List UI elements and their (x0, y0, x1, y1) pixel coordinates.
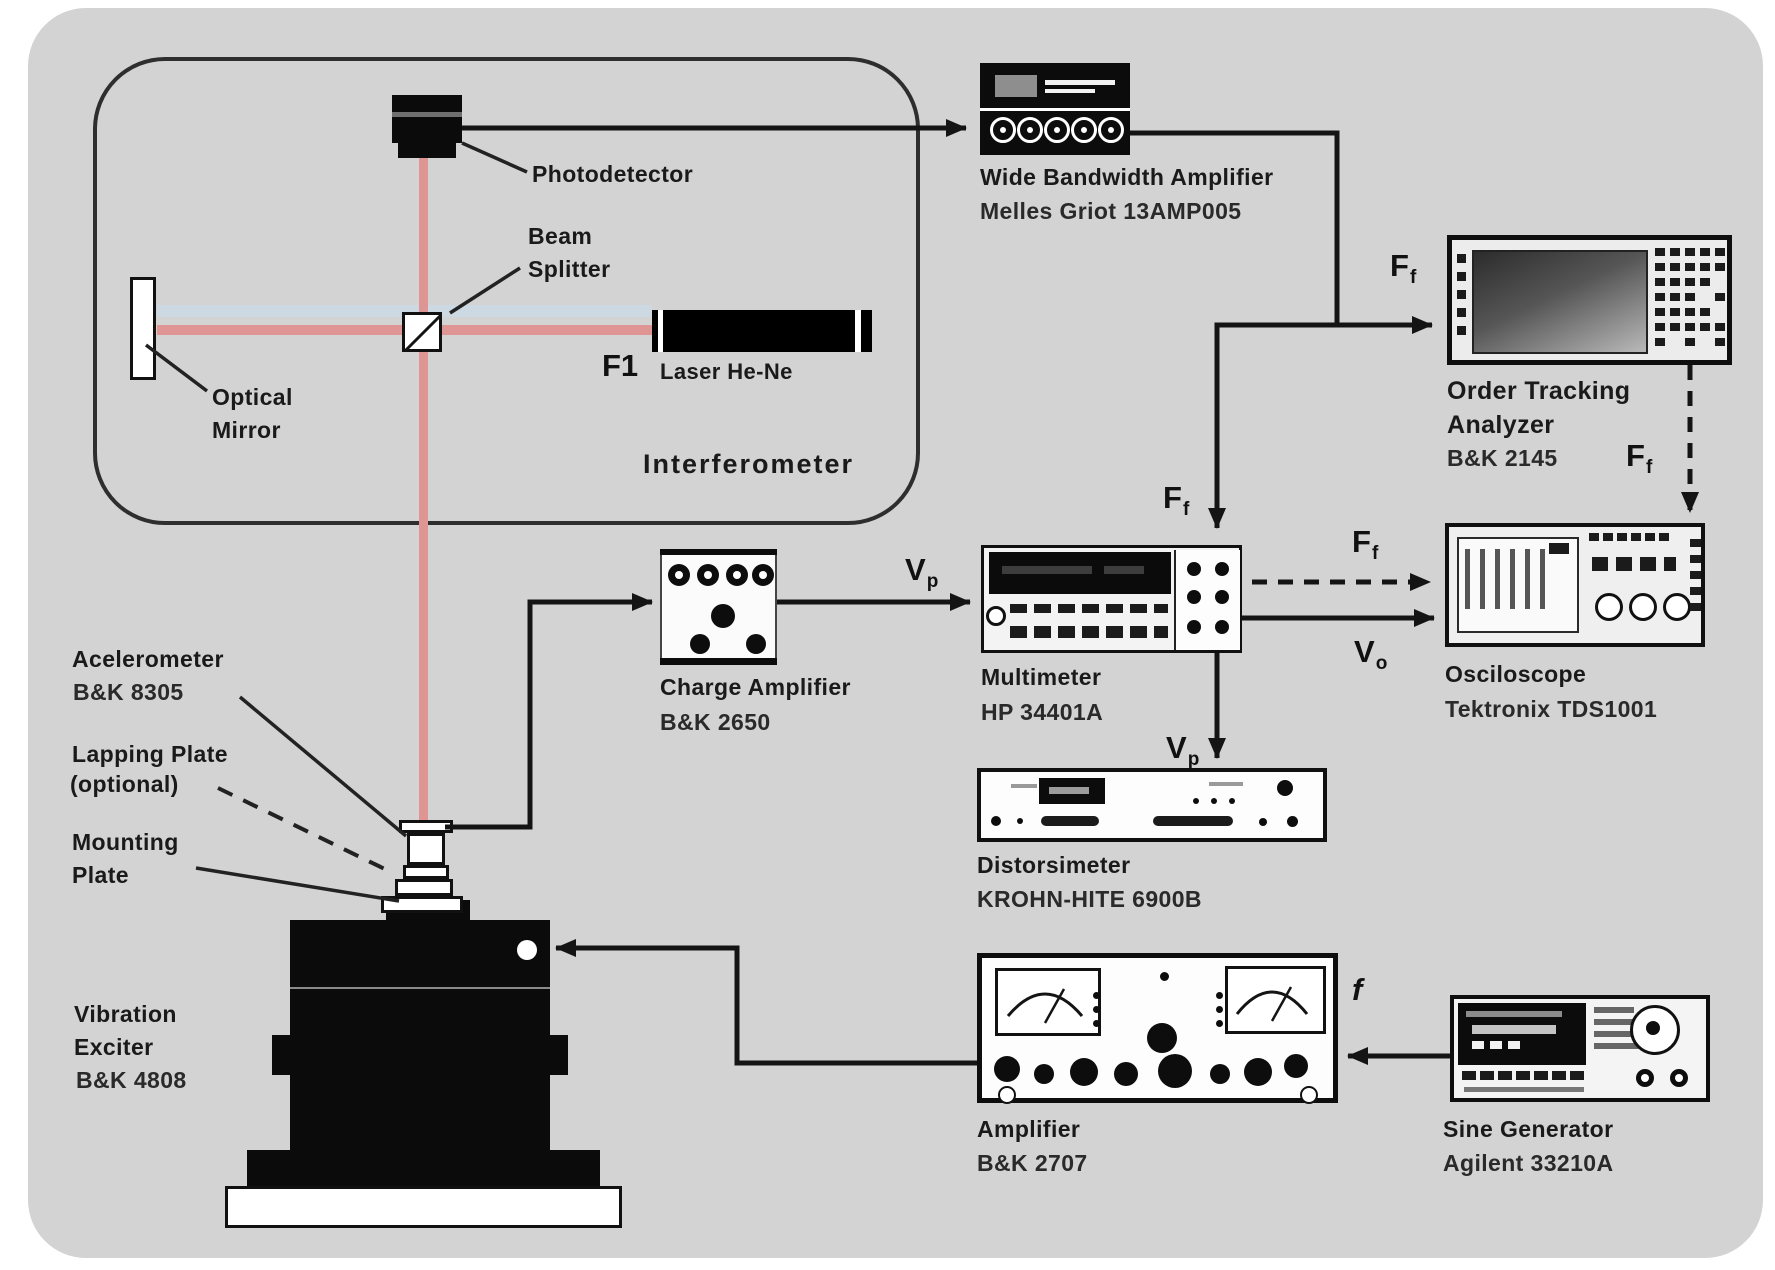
laser-label: Laser He-Ne (660, 359, 793, 384)
exciter-label-1: Vibration (74, 1001, 177, 1027)
ota-model-label: B&K 2145 (1447, 445, 1558, 471)
wide-bandwidth-amplifier-device (980, 63, 1130, 155)
exciter-base-plate (247, 1150, 600, 1186)
photodetector-label: Photodetector (532, 161, 694, 187)
mounting-plate-label-1: Mounting (72, 829, 179, 855)
signal-vp-to-distorsimeter: Vp (1166, 730, 1200, 770)
accelerometer-base-ring (403, 865, 449, 879)
lapping-plate-label-2: (optional) (70, 771, 179, 797)
oscilloscope-model-label: Tektronix TDS1001 (1445, 696, 1658, 722)
distorsimeter-device (977, 768, 1327, 842)
signal-ff-to-multimeter: Ff (1163, 480, 1190, 520)
accelerometer-top-flange (399, 820, 453, 833)
sine-generator-model-label: Agilent 33210A (1443, 1150, 1614, 1176)
lapping-plate-icon (395, 879, 453, 896)
signal-vo-to-oscilloscope: Vo (1354, 634, 1388, 674)
photodetector-icon (392, 95, 462, 158)
sine-generator-name-label: Sine Generator (1443, 1116, 1614, 1142)
accelerometer-body (407, 833, 445, 865)
exciter-left-tab (272, 1035, 290, 1075)
lapping-plate-label-1: Lapping Plate (72, 741, 228, 767)
ota-name-label-2: Analyzer (1447, 411, 1555, 439)
order-tracking-analyzer-device (1447, 235, 1732, 365)
exciter-foot-plate (225, 1186, 622, 1228)
multimeter-model-label: HP 34401A (981, 699, 1104, 725)
signal-f-to-amplifier: f (1352, 972, 1363, 1007)
f1-label: F1 (602, 348, 639, 383)
oscilloscope-name-label: Osciloscope (1445, 661, 1587, 687)
laser-beam-vertical (419, 156, 428, 822)
ota-name-label-1: Order Tracking (1447, 377, 1631, 405)
signal-ff-to-oscilloscope: Ff (1352, 524, 1379, 564)
exciter-label-2: Exciter (74, 1034, 154, 1060)
distorsimeter-name-label: Distorsimeter (977, 852, 1131, 878)
exciter-label-3: B&K 4808 (76, 1067, 187, 1093)
exciter-right-tab (550, 1035, 568, 1075)
beam-splitter-icon (402, 312, 442, 352)
beam-splitter-label-1: Beam (528, 223, 593, 249)
accelerometer-label-2: B&K 8305 (73, 679, 184, 705)
oscilloscope-device (1445, 523, 1705, 647)
mounting-plate-label-2: Plate (72, 862, 129, 888)
beam-splitter-label-2: Splitter (528, 256, 611, 282)
interferometer-title: Interferometer (643, 449, 855, 479)
distorsimeter-model-label: KROHN-HITE 6900B (977, 886, 1202, 912)
laser-he-ne-icon (652, 310, 872, 352)
charge-amplifier-device (660, 549, 777, 665)
multimeter-name-label: Multimeter (981, 664, 1102, 690)
sine-generator-device (1450, 995, 1710, 1102)
wba-model-label: Melles Griot 13AMP005 (980, 198, 1242, 224)
reference-beam-line (157, 305, 652, 317)
signal-ff-analyzer-out: Ff (1626, 438, 1653, 478)
signal-ff-to-analyzer: Ff (1390, 248, 1417, 288)
interferometer-enclosure (93, 57, 920, 525)
amplifier-model-label: B&K 2707 (977, 1150, 1088, 1176)
wba-name-label: Wide Bandwidth Amplifier (980, 164, 1274, 190)
signal-vp-charge-amp-out: Vp (905, 552, 939, 592)
amplifier-name-label: Amplifier (977, 1116, 1081, 1142)
accelerometer-label-1: Acelerometer (72, 646, 224, 672)
optical-mirror-icon (130, 277, 156, 380)
power-amplifier-device (977, 953, 1338, 1104)
optical-mirror-label-1: Optical (212, 384, 293, 410)
multimeter-device (981, 545, 1242, 653)
optical-mirror-label-2: Mirror (212, 417, 281, 443)
charge-amp-name-label: Charge Amplifier (660, 674, 851, 700)
vibration-exciter-device (290, 920, 550, 1150)
charge-amp-model-label: B&K 2650 (660, 709, 771, 735)
mounting-plate-icon (381, 896, 463, 913)
